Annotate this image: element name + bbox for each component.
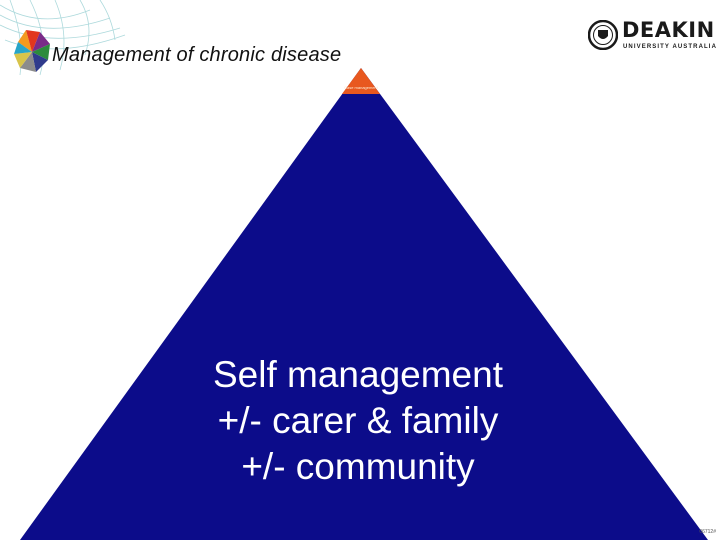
pinwheel-logo-icon xyxy=(14,30,50,72)
pyramid-apex-layer xyxy=(342,68,380,94)
pyramid-base-text: Self management +/- carer & family +/- c… xyxy=(168,352,548,490)
pyramid-base-layer xyxy=(20,68,708,540)
slide-title: Management of chronic disease xyxy=(52,44,342,66)
brand-subtitle: UNIVERSITY AUSTRALIA xyxy=(623,44,718,50)
base-line-community: +/- community xyxy=(241,446,475,487)
university-crest-icon xyxy=(588,20,618,50)
base-line-carer-family: +/- carer & family xyxy=(217,400,499,441)
brand-name: DEAKIN xyxy=(622,18,715,42)
base-line-self-management: Self management xyxy=(212,354,503,395)
page-number: 06712# xyxy=(699,529,716,535)
pyramid-apex-label: Case management xyxy=(344,85,378,90)
corner-decoration xyxy=(0,0,126,76)
deakin-logo: DEAKIN UNIVERSITY AUSTRALIA xyxy=(588,18,716,54)
